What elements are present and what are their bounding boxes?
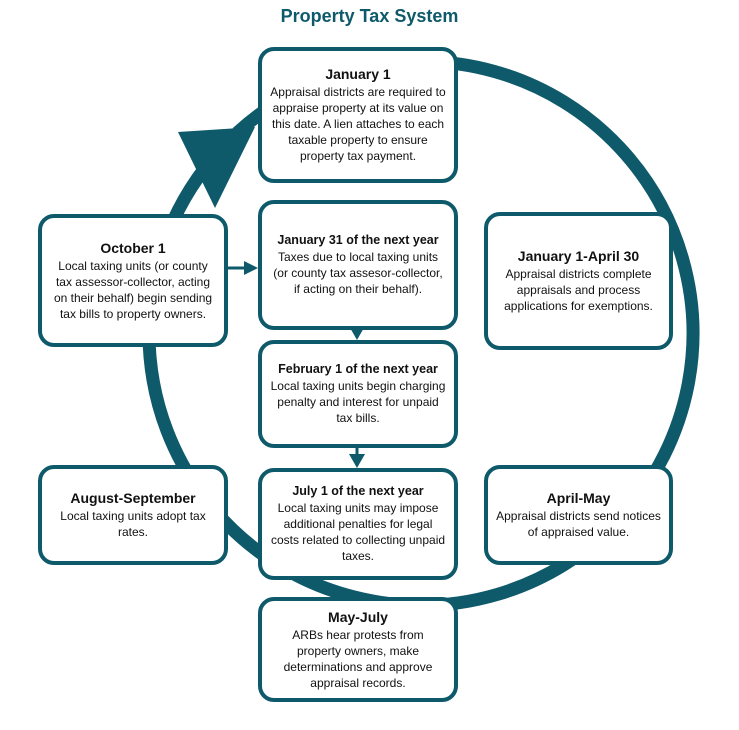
box-heading: May-July	[328, 608, 388, 625]
box-may-july: May-July ARBs hear protests from propert…	[258, 597, 458, 702]
box-august-september: August-September Local taxing units adop…	[38, 465, 228, 565]
box-text: Local taxing units may impose additional…	[270, 501, 446, 563]
box-january-1: January 1 Appraisal districts are requir…	[258, 47, 458, 183]
box-text: Appraisal districts complete appraisals …	[504, 267, 653, 313]
box-heading: February 1 of the next year	[278, 362, 438, 376]
box-heading: January 1-April 30	[517, 248, 640, 264]
box-heading: April-May	[546, 490, 611, 506]
arrow-right-icon	[244, 261, 258, 275]
box-text: Local taxing units begin charging penalt…	[270, 379, 446, 425]
box-january-april: January 1-April 30 Appraisal districts c…	[484, 212, 673, 350]
box-heading: January 1	[325, 66, 391, 82]
cycle-arrowhead-icon	[178, 127, 255, 208]
box-january-31: January 31 of the next year Taxes due to…	[258, 200, 458, 330]
arrow-down-icon	[349, 454, 365, 468]
box-heading: January 31 of the next year	[277, 233, 439, 247]
box-heading: July 1 of the next year	[292, 484, 424, 498]
box-february-1: February 1 of the next year Local taxing…	[258, 340, 458, 448]
box-october-1: October 1 Local taxing units (or county …	[38, 214, 228, 347]
box-text: Local taxing units adopt tax rates.	[60, 509, 206, 539]
box-text: Appraisal districts are required to appr…	[270, 85, 446, 163]
box-april-may: April-May Appraisal districts send notic…	[484, 465, 673, 565]
diagram-title: Property Tax System	[280, 6, 459, 26]
box-text: Local taxing units (or county tax assess…	[53, 258, 213, 321]
box-heading: October 1	[100, 239, 166, 256]
box-heading: August-September	[70, 490, 196, 506]
box-july-1: July 1 of the next year Local taxing uni…	[258, 468, 458, 580]
box-text: Appraisal districts send notices of appr…	[496, 509, 661, 539]
box-text: Taxes due to local taxing units (or coun…	[273, 250, 443, 296]
box-text: ARBs hear protests from property owners,…	[283, 627, 433, 690]
